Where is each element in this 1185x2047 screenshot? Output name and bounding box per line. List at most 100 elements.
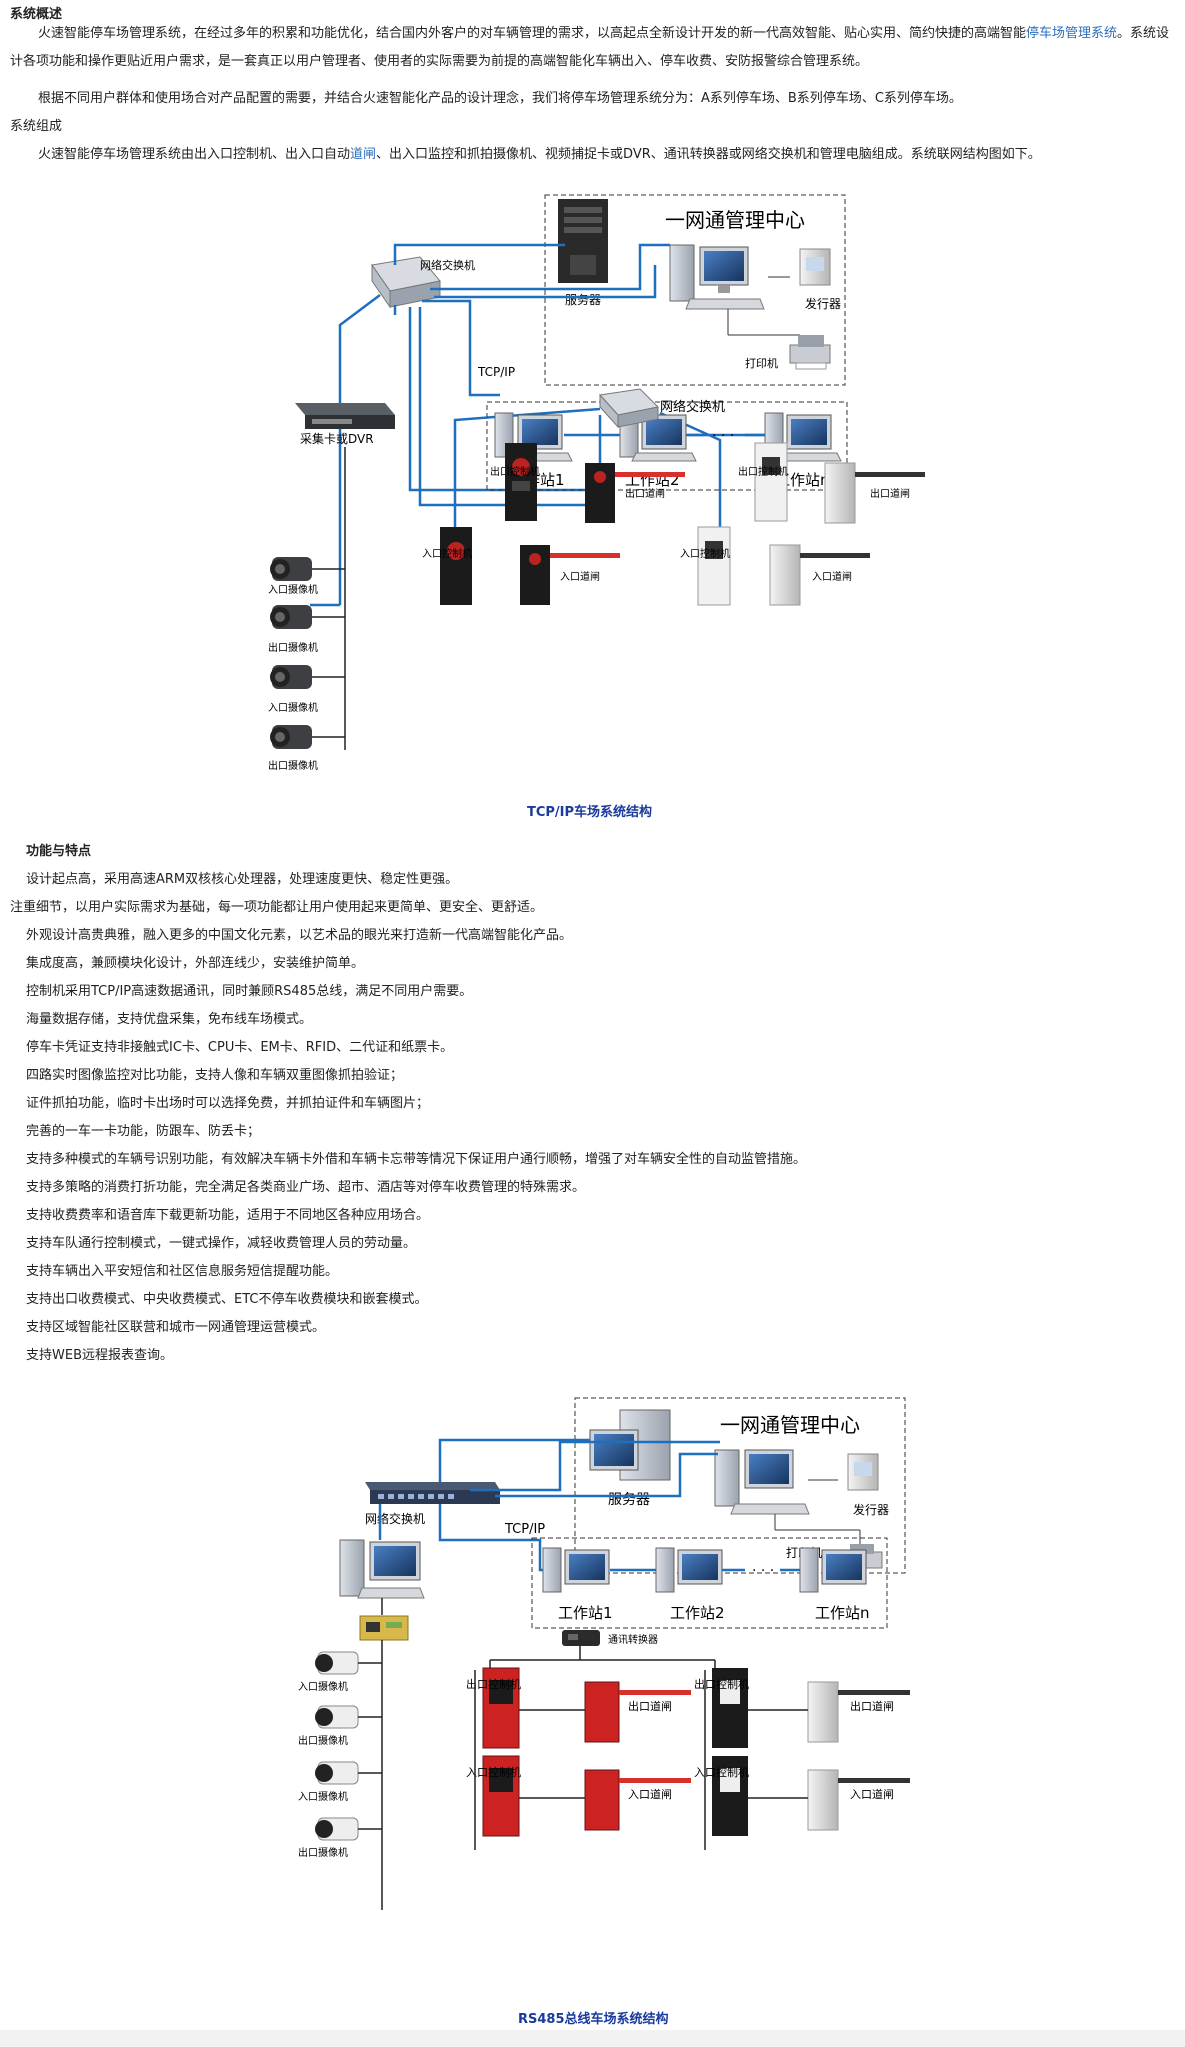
- overview-text-b: 。系统设计各项功能和操作更贴近用户需求，是一套真正以用户管理者、使用者的实际需要…: [10, 26, 1170, 69]
- wsn-label-2: 工作站n: [815, 1604, 870, 1622]
- camera-icon: [315, 1761, 359, 1785]
- printer-icon: [789, 335, 831, 370]
- server-label-2: 服务器: [608, 1492, 650, 1508]
- camera-label-3: 入口摄像机: [268, 701, 318, 714]
- server-icon: [589, 1409, 671, 1481]
- diagram2-caption: RS485总线车场系统结构: [518, 2012, 669, 2027]
- overview-paragraph-1: 火速智能停车场管理系统，在经过多年的积累和功能优化，结合国内外客户的对车辆管理的…: [10, 20, 1170, 76]
- ellipsis-dots: · · ·: [712, 428, 734, 444]
- feature-item: 设计起点高，采用高速ARM双核核心处理器，处理速度更快、稳定性更强。: [26, 872, 459, 887]
- workstation-icon-1: [542, 1547, 610, 1593]
- camera-icon: [270, 605, 312, 629]
- exit-gate-icon: [824, 462, 925, 524]
- exit-gate-label-1: 出口道闸: [625, 487, 665, 500]
- entry-gate2-label-1: 入口道闸: [628, 1787, 672, 1801]
- entry-gate-label-2: 入口道闸: [812, 570, 852, 583]
- center-pc-icon: [714, 1449, 810, 1515]
- printer-label: 打印机: [745, 356, 778, 370]
- diagram1-caption: TCP/IP车场系统结构: [527, 805, 653, 820]
- workstation-icon-2: [655, 1547, 723, 1593]
- wsn-label: 工作站n: [775, 471, 830, 489]
- rack-switch-icon: [365, 1482, 500, 1504]
- workstations-box: [486, 401, 848, 491]
- exit-controller2-label-2: 出口控制机: [694, 1677, 749, 1691]
- workstation-icon-n: [799, 1547, 867, 1593]
- exit-gate-icon: [807, 1681, 910, 1743]
- exit-gate-label-2: 出口道闸: [870, 487, 910, 500]
- entry-controller2-label-2: 入口控制机: [694, 1765, 749, 1779]
- composition-paragraph: 火速智能停车场管理系统由出入口控制机、出入口自动道闸、出入口监控和抓拍摄像机、视…: [38, 146, 1041, 164]
- network-switch-icon: [371, 256, 441, 309]
- entry-gate-icon: [807, 1769, 910, 1831]
- camera-icon: [270, 557, 312, 581]
- entry-gate-label-1: 入口道闸: [560, 570, 600, 583]
- camera-label-2: 出口摄像机: [268, 641, 318, 654]
- exit-controller-icon: [712, 1668, 748, 1748]
- camera-label-4: 出口摄像机: [268, 759, 318, 772]
- entry-gate2-label-2: 入口道闸: [850, 1787, 894, 1801]
- features-heading: 功能与特点: [26, 844, 92, 859]
- issuer-icon: [799, 248, 831, 286]
- capture-card-icon: [359, 1615, 409, 1641]
- dvr-icon: [295, 403, 395, 429]
- sub-switch-label: 网络交换机: [660, 399, 725, 415]
- camera-icon: [315, 1705, 359, 1729]
- entry-controller-icon: [482, 1755, 520, 1837]
- sub-switch-icon: [599, 388, 660, 429]
- composition-text-a: 火速智能停车场管理系统由出入口控制机、出入口自动: [38, 147, 351, 162]
- server-label: 服务器: [565, 292, 601, 307]
- workstations-box-2: [531, 1537, 888, 1629]
- issuer-icon: [847, 1453, 879, 1491]
- entry-controller-icon: [440, 527, 472, 605]
- tcpip-label: TCP/IP: [477, 365, 515, 379]
- overview-paragraph-2: 根据不同用户群体和使用场合对产品配置的需要，并结合火速智能化产品的设计理念，我们…: [38, 91, 962, 106]
- entry-controller-label-1: 入口控制机: [422, 547, 472, 560]
- exit-controller-icon: [482, 1667, 520, 1749]
- main-switch-label: 网络交换机: [420, 258, 475, 272]
- composition-heading: 系统组成: [10, 119, 63, 134]
- feature-item: 证件抓拍功能，临时卡出场时可以选择免费，并抓拍证件和车辆图片；: [26, 1096, 430, 1111]
- camera-label-1: 入口摄像机: [268, 583, 318, 596]
- issuer-label: 发行器: [805, 296, 841, 311]
- barrier-gate-link[interactable]: 道闸: [350, 147, 377, 162]
- exit-gate-icon: [584, 1681, 691, 1743]
- ellipsis-dots-2: · · ·: [752, 1563, 774, 1579]
- camera2-label-2: 出口摄像机: [298, 1734, 348, 1747]
- feature-item: 支持车辆出入平安短信和社区信息服务短信提醒功能。: [26, 1264, 339, 1279]
- exit-gate2-label-1: 出口道闸: [628, 1699, 672, 1713]
- camera2-label-3: 入口摄像机: [298, 1790, 348, 1803]
- camera-icon: [315, 1817, 359, 1841]
- exit-controller-icon: [505, 443, 537, 521]
- dvr-label: 采集卡或DVR: [300, 431, 374, 446]
- entry-gate-icon: [769, 544, 870, 606]
- converter-icon: [562, 1630, 600, 1646]
- camera-icons-2: [315, 1651, 359, 1841]
- capture-pc-icon: [339, 1539, 425, 1599]
- footer-band: [0, 2030, 1185, 2047]
- ws1-label-2: 工作站1: [558, 1604, 613, 1622]
- main-switch-label-2: 网络交换机: [365, 1511, 425, 1526]
- overview-heading: 系统概述: [10, 7, 63, 22]
- ws2-label-2: 工作站2: [670, 1604, 725, 1622]
- feature-item: 支持车队通行控制模式，一键式操作，减轻收费管理人员的劳动量。: [26, 1236, 417, 1251]
- exit-controller2-label-1: 出口控制机: [466, 1677, 521, 1691]
- tcpip-network-diagram: 一网通管理中心 服务器 发行器: [268, 194, 925, 772]
- entry-controller-label-2: 入口控制机: [680, 547, 730, 560]
- feature-item: 控制机采用TCP/IP高速数据通讯，同时兼顾RS485总线，满足不同用户需要。: [26, 984, 473, 999]
- parking-system-link[interactable]: 停车场管理系统: [1026, 26, 1118, 41]
- exit-controller-icon: [754, 442, 788, 522]
- network-wires-2: [378, 1438, 720, 1572]
- feature-item: 支持多种模式的车辆号识别功能，有效解决车辆卡外借和车辆卡忘带等情况下保证用户通行…: [26, 1152, 807, 1167]
- feature-item: 支持多策略的消费打折功能，完全满足各类商业广场、超市、酒店等对停车收费管理的特殊…: [26, 1180, 586, 1195]
- entry-controller2-label-1: 入口控制机: [466, 1765, 521, 1779]
- feature-item: 海量数据存储，支持优盘采集，免布线车场模式。: [26, 1012, 313, 1027]
- overview-text-a: 火速智能停车场管理系统，在经过多年的积累和功能优化，结合国内外客户的对车辆管理的…: [38, 26, 1027, 41]
- server-icon: [558, 199, 608, 283]
- management-center-box-2: [574, 1397, 906, 1574]
- rs485-network-diagram: 一网通管理中心 服务器 发行器 打印机 网络交换机 TCP/IP: [298, 1397, 910, 1910]
- camera2-label-4: 出口摄像机: [298, 1846, 348, 1859]
- exit-controller-label-1: 出口控制机: [490, 465, 540, 478]
- composition-text-b: 、出入口监控和抓拍摄像机、视频捕捉卡或DVR、通讯转换器或网络交换机和管理电脑组…: [376, 147, 1041, 162]
- entry-controller-icon: [697, 526, 731, 606]
